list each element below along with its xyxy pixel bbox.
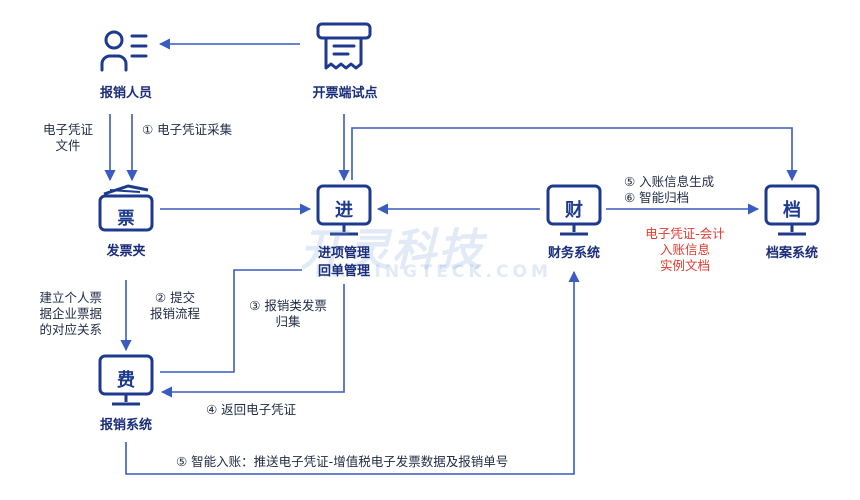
reimburser-label: 报销人员 [99, 86, 152, 101]
invoice-point-label: 开票端试点 [312, 86, 378, 101]
expense-label: 报销系统 [99, 418, 152, 433]
edge-label-smart-booking: ⑤ 智能入账：推送电子凭证-增值税电子发票数据及报销单号 [176, 454, 509, 469]
edge-label-smart-archive: ⑥ 智能归档 [624, 190, 690, 205]
expense-glyph: 费 [117, 370, 135, 391]
invoice-folder-label: 发票夹 [106, 244, 146, 259]
arrow-incoming-to-expense [160, 284, 345, 398]
finance-glyph: 财 [565, 199, 583, 221]
invoice-folder-glyph: 票 [118, 209, 135, 229]
finance-label: 财务系统 [547, 246, 600, 261]
monitor-icon-archive [764, 184, 820, 236]
invoice-folder-icon [98, 184, 154, 232]
edge-label-submit: ② 提交 报销流程 [149, 290, 200, 321]
edge-label-collect-reimb: ③ 报销类发票 归集 [249, 298, 327, 329]
edge-label-collect: ① 电子凭证采集 [142, 122, 233, 137]
edge-label-booking-info: ⑤ 入账信息生成 [624, 174, 715, 189]
incoming-label-line1: 进项管理 [317, 246, 370, 261]
incoming-label-line2: 回单管理 [317, 264, 370, 279]
edge-label-build-relation: 建立个人票 据企业票据 的对应关系 [39, 290, 102, 337]
edge-label-return-voucher: ④ 返回电子凭证 [206, 402, 297, 417]
monitor-icon-expense [98, 354, 154, 406]
incoming-glyph: 进 [335, 200, 353, 221]
edge-label-e-voucher-file: 电子凭证 文件 [42, 122, 93, 153]
archive-glyph: 档 [783, 199, 801, 221]
monitor-icon-incoming [316, 184, 372, 236]
arrow-expense-to-incoming [160, 269, 302, 373]
arrow-expense-to-finance [125, 270, 580, 475]
archive-label: 档案系统 [765, 246, 818, 261]
person-list-icon [100, 30, 148, 72]
invoice-printer-icon [316, 22, 372, 70]
edge-label-archive-doc: 电子凭证-会计 入账信息 实例文档 [645, 226, 725, 273]
monitor-icon-finance [546, 184, 602, 236]
arrow-incoming-to-archive [351, 127, 798, 182]
